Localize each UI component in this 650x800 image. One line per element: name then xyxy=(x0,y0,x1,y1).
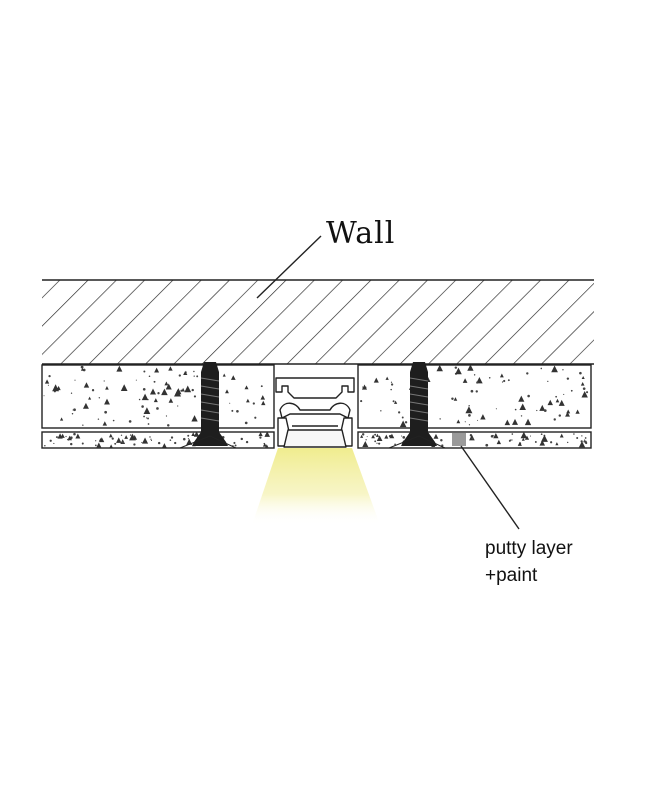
putty-patch xyxy=(452,433,466,446)
led-profile xyxy=(275,377,355,448)
plasterboard-left xyxy=(41,364,275,449)
putty-label-line2: +paint xyxy=(485,565,538,586)
light-beam xyxy=(252,448,380,525)
screw-right-icon xyxy=(388,362,446,449)
wall-label: Wall xyxy=(326,216,395,251)
wall-section xyxy=(42,279,594,365)
putty-leader-line xyxy=(460,445,520,530)
wall-leader-line xyxy=(256,235,322,299)
putty-label-line1: putty layer xyxy=(485,538,573,559)
screw-left-icon xyxy=(179,362,237,449)
plasterboard-right xyxy=(357,364,592,449)
